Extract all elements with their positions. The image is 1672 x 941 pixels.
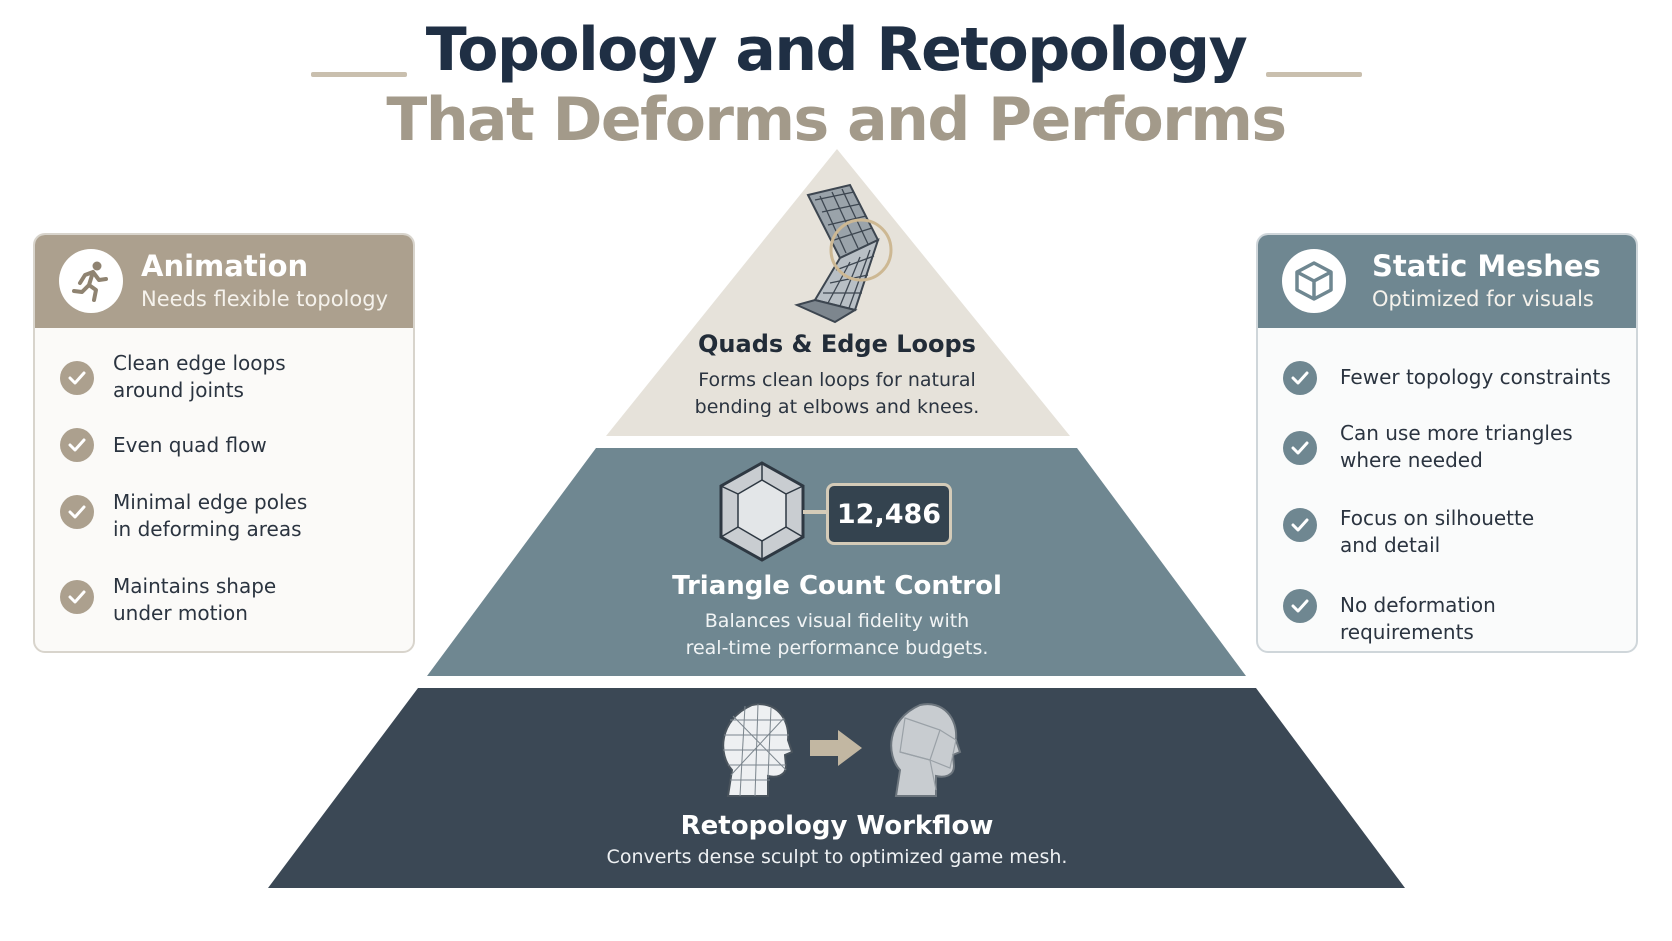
arrow-right-icon bbox=[810, 730, 862, 766]
middle-tier-title: Triangle Count Control bbox=[672, 571, 1002, 601]
check-icon bbox=[60, 361, 94, 395]
animation-panel-title: Animation bbox=[141, 249, 309, 283]
check-icon bbox=[60, 428, 94, 462]
page-title: Topology and Retopology That Deforms and… bbox=[0, 14, 1672, 154]
running-person-icon bbox=[59, 249, 123, 313]
pyramid-tier-middle bbox=[427, 448, 1246, 676]
check-icon bbox=[60, 495, 94, 529]
top-tier-title: Quads & Edge Loops bbox=[698, 330, 976, 358]
list-item-text: Maintains shape under motion bbox=[113, 574, 277, 625]
check-icon bbox=[60, 580, 94, 614]
animation-panel: Animation Needs flexible topology Clean … bbox=[33, 233, 415, 653]
top-tier-text: Quads & Edge Loops Forms clean loops for… bbox=[640, 327, 1034, 421]
check-icon bbox=[1283, 508, 1317, 542]
static-meshes-panel-subtitle: Optimized for visuals bbox=[1372, 287, 1594, 311]
check-icon bbox=[1283, 431, 1317, 465]
list-item-text: Fewer topology constraints bbox=[1340, 365, 1611, 389]
top-tier-description: Forms clean loops for natural bending at… bbox=[694, 369, 980, 418]
cube-icon bbox=[1282, 249, 1346, 313]
list-item-text: Even quad flow bbox=[113, 433, 267, 457]
title-rule-left bbox=[311, 72, 407, 77]
static-meshes-panel-title: Static Meshes bbox=[1372, 249, 1601, 283]
static-meshes-panel: Static Meshes Optimized for visuals Fewe… bbox=[1256, 233, 1638, 653]
wireframe-head-icon bbox=[722, 703, 794, 797]
list-item-text: No deformation requirements bbox=[1340, 593, 1496, 644]
title-rule-right bbox=[1266, 72, 1362, 77]
pyramid-tier-bottom bbox=[268, 688, 1405, 888]
check-icon bbox=[1283, 361, 1317, 395]
triangle-counter: 12,486 bbox=[826, 483, 952, 545]
check-icon bbox=[1283, 589, 1317, 623]
list-item-text: Focus on silhouette and detail bbox=[1340, 506, 1535, 557]
title-line1: Topology and Retopology bbox=[425, 15, 1248, 85]
middle-tier-text: Triangle Count Control Balances visual f… bbox=[590, 568, 1084, 662]
list-item-text: Minimal edge poles in deforming areas bbox=[113, 490, 308, 541]
static-meshes-panel-header: Static Meshes Optimized for visuals bbox=[1258, 235, 1636, 328]
bottom-tier-text: Retopology Workflow Converts dense sculp… bbox=[500, 808, 1174, 871]
animation-panel-header: Animation Needs flexible topology bbox=[35, 235, 413, 328]
bottom-tier-title: Retopology Workflow bbox=[680, 811, 994, 841]
bent-mesh-tube-icon bbox=[794, 183, 893, 324]
lowpoly-head-icon bbox=[890, 703, 962, 797]
title-line2: That Deforms and Performs bbox=[386, 85, 1287, 155]
bottom-tier-description: Converts dense sculpt to optimized game … bbox=[606, 846, 1068, 868]
list-item-text: Clean edge loops around joints bbox=[113, 351, 286, 402]
middle-tier-description: Balances visual fidelity with real-time … bbox=[685, 610, 989, 659]
polyhedron-icon bbox=[719, 461, 827, 562]
list-item-text: Can use more triangles where needed bbox=[1340, 421, 1573, 472]
animation-panel-subtitle: Needs flexible topology bbox=[141, 287, 388, 311]
